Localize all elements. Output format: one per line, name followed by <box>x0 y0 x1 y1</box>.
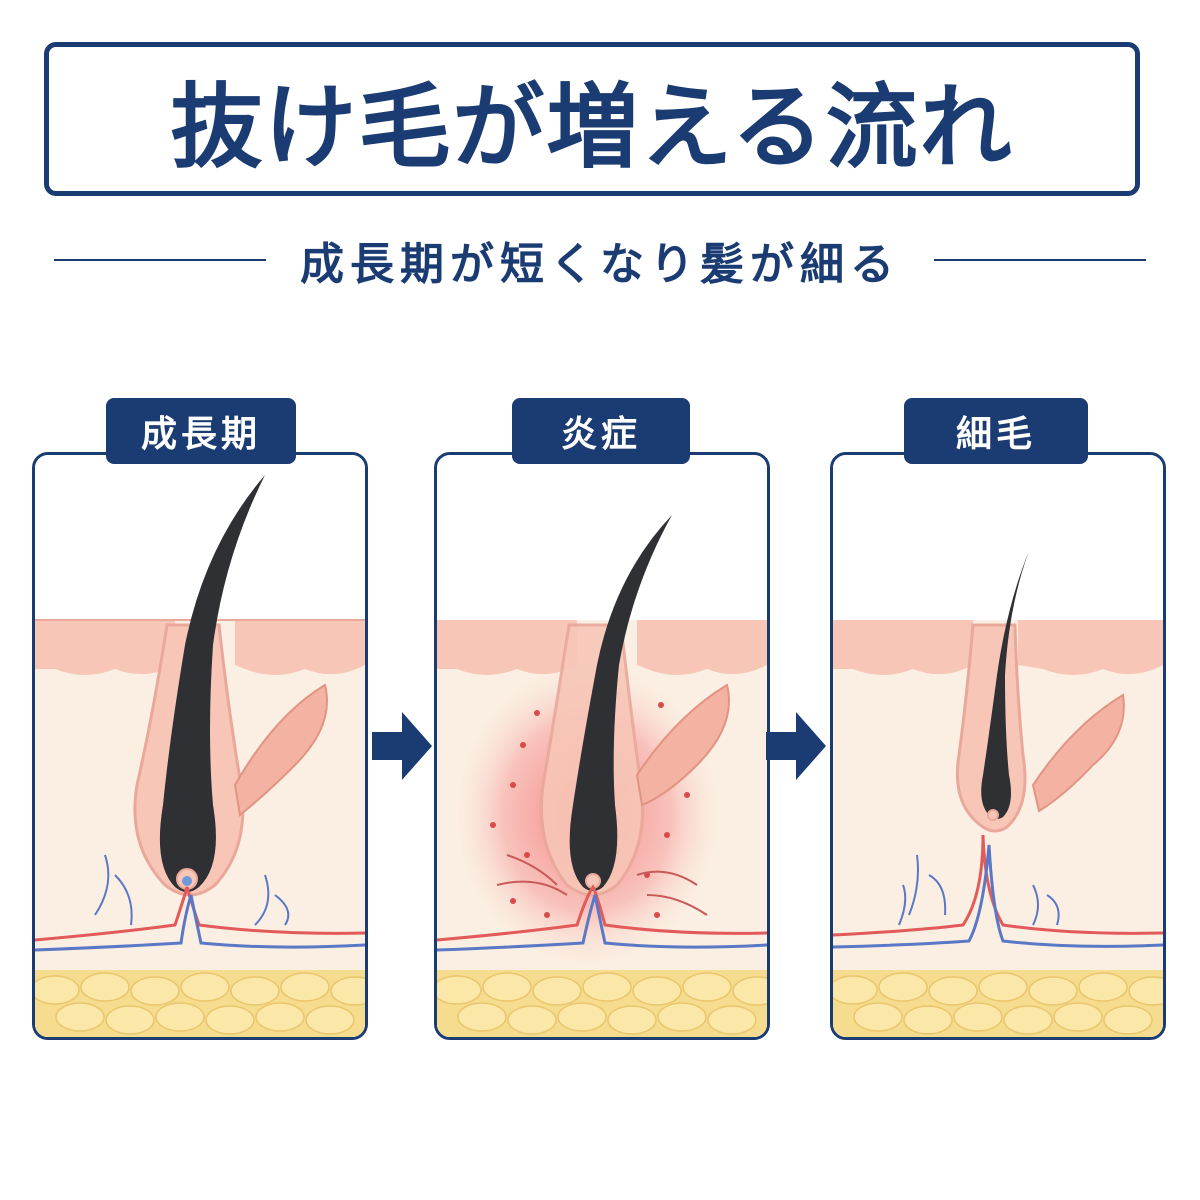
subtitle-row: 成長期が短くなり髪が細る <box>54 228 1146 292</box>
epidermis <box>35 620 365 675</box>
epidermis <box>833 620 1163 675</box>
subtitle: 成長期が短くなり髪が細る <box>300 239 900 290</box>
hair-shaft <box>981 551 1029 819</box>
arrector-muscle <box>1031 693 1125 813</box>
page-title: 抜け毛が増える流れ <box>170 73 1014 181</box>
artery <box>833 834 1163 937</box>
panel-thin-hair <box>830 452 1166 1040</box>
arrector-muscle <box>635 683 730 807</box>
artery <box>35 886 365 942</box>
panel-inflammation <box>434 452 770 1040</box>
vein <box>35 894 365 952</box>
title-box: 抜け毛が増える流れ <box>44 42 1140 196</box>
panel-growth <box>32 452 368 1040</box>
vein <box>437 894 767 952</box>
epidermis <box>437 620 767 675</box>
label-thin-hair: 細毛 <box>904 398 1088 464</box>
label-growth: 成長期 <box>106 398 296 464</box>
vein <box>833 844 1163 949</box>
thin-hair-illustration <box>833 455 1163 1037</box>
subtitle-line-left <box>54 259 266 261</box>
inflammation-dots <box>490 702 690 918</box>
growth-illustration <box>35 455 365 1037</box>
hair-shaft <box>159 475 265 892</box>
hair-shaft <box>569 515 672 891</box>
arrector-muscle <box>233 683 328 817</box>
subtitle-line-right <box>934 259 1146 261</box>
artery <box>437 884 767 942</box>
inflammation-illustration <box>437 455 767 1037</box>
label-inflammation: 炎症 <box>512 398 690 464</box>
dermal-papilla <box>182 876 192 886</box>
right-arrow-icon <box>372 712 432 780</box>
right-arrow-icon <box>766 712 826 780</box>
